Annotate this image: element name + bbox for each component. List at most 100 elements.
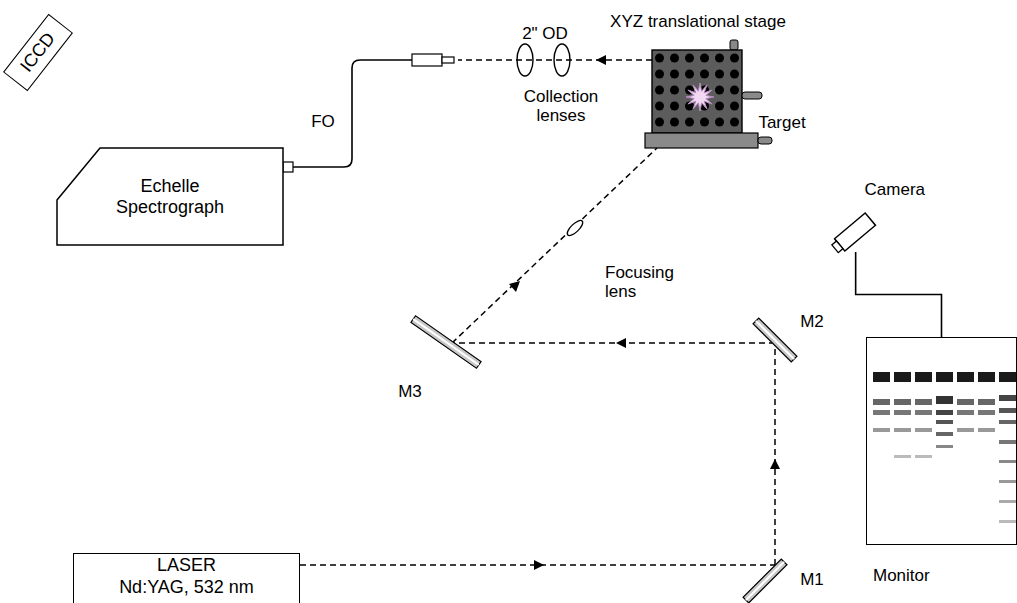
gel-image [873,399,890,405]
gel-image [894,399,911,405]
gel-image [936,420,953,424]
mirror-label: M2 [800,312,824,331]
focusing-lens [565,218,585,238]
camera-body [830,213,876,255]
translation-stage [652,50,742,133]
gel-image [915,428,932,432]
laser-beam [300,148,780,570]
gel-image [999,420,1016,424]
gel-image [873,410,890,415]
mirror [411,316,481,368]
node-subtitle: Nd:YAG, 532 nm [119,578,254,598]
node-title: Camera [865,180,925,200]
optical-fiber [283,54,454,172]
gel-image [894,410,911,415]
laser-beam [452,148,657,343]
gel-image [999,500,1016,503]
focusing-lens [565,218,585,238]
gel-image [867,338,1017,544]
camera: Camera [830,180,925,252]
mirror-label: M1 [800,570,824,589]
spectrograph-box: Echelle Spectrograph [57,148,283,245]
collected-light [596,55,606,65]
iccd-detector: ICCD [3,13,73,90]
mirror [411,316,481,368]
gel-image [915,455,932,458]
collection-lens [517,44,533,76]
laser-box: LASERNd:YAG, 532 nm [73,553,300,603]
mirror [743,559,787,603]
collection-lens [517,44,570,76]
gel-image [894,372,911,382]
laser-beam [534,560,544,570]
fiber-label: FO [311,112,335,131]
gel-image [915,399,932,405]
monitor: Monitor [866,337,1017,545]
node-title: Echelle Spectrograph [95,176,245,217]
node-title: LASER [157,556,216,576]
mirror-label: M3 [398,382,422,401]
laser-beam [452,342,775,344]
mirror [756,321,794,359]
gel-image [867,338,1017,544]
collection-lens [554,44,570,76]
gel-image [957,410,974,415]
signal-cable [856,252,942,337]
gel-image [999,440,1016,444]
gel-image [978,428,995,432]
plasma-spark [686,83,714,111]
gel-image [915,410,932,415]
lens-label: Focusing lens [605,263,693,301]
gel-image [999,460,1016,463]
gel-image [957,399,974,405]
translation-stage [742,92,762,99]
gel-image [873,372,890,382]
gel-image [999,520,1016,523]
lens-size-label: 2" OD [522,24,568,43]
optical-fiber [283,162,293,172]
laser-beam [770,459,780,469]
optical-fiber [412,54,442,66]
camera-lens [832,241,843,253]
node-title: ICCD [16,28,59,75]
collected-light [458,55,652,65]
laser-beam [509,281,520,292]
gel-image [978,410,995,415]
laser-beam [616,338,626,348]
gel-image [936,372,953,382]
optical-fiber [442,57,454,63]
gel-image [999,372,1016,382]
lens-label: Collection lenses [515,87,607,125]
mirror [413,319,479,365]
mirror [746,562,784,600]
target-label: Target [758,113,805,132]
optical-fiber [293,60,412,167]
laser-beam [774,343,776,565]
gel-image [999,408,1016,413]
translation-stage [730,40,738,50]
gel-image [978,399,995,405]
mirror [753,318,797,362]
gel-image [915,372,932,382]
gel-image [957,372,974,382]
gel-image [936,396,953,404]
gel-image [978,372,995,382]
stage-label: XYZ translational stage [608,12,788,31]
gel-image [999,480,1016,483]
translation-stage [652,50,742,133]
gel-image [936,445,953,448]
gel-image [999,395,1016,401]
node-title: Monitor [873,566,930,586]
mirror [753,318,797,362]
collected-light [458,59,652,61]
spectrograph-outline [57,148,283,245]
gel-image [873,428,890,432]
gel-image [936,410,953,415]
translation-stage [758,137,772,144]
gel-image [894,428,911,432]
gel-image [957,428,974,432]
translation-stage [645,133,758,148]
